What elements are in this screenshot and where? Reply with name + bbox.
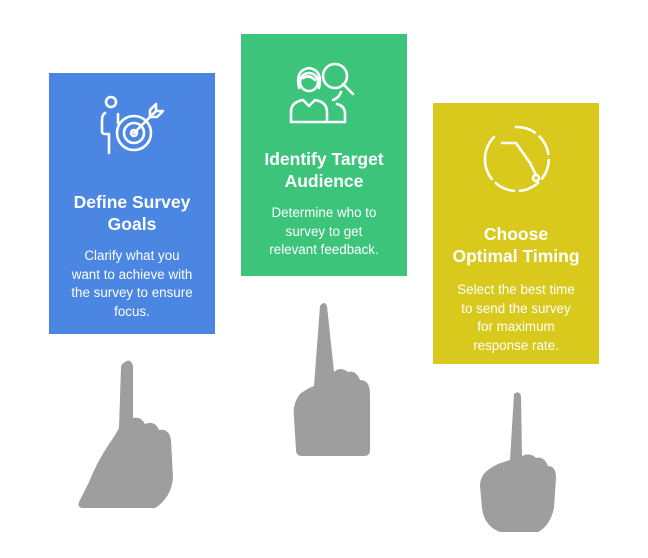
pointing-hand-icon [78,360,173,508]
step-title: Choose Optimal Timing [452,224,580,266]
step-title: Define Survey Goals [73,192,191,234]
step-description: Select the best time to send the survey … [457,282,575,353]
pointing-hand-icon [480,392,556,532]
step-card-choose-timing: Choose Optimal Timing Select the best ti… [433,103,599,364]
pointing-hand-icon [293,303,370,456]
step-title: Identify Target Audience [264,149,384,191]
step-description: Determine who to survey to get relevant … [269,205,379,257]
target-person-icon [100,95,165,155]
people-search-icon [289,62,355,124]
step-card-define-goals: Define Survey Goals Clarify what you wan… [49,73,215,334]
step-description: Clarify what you want to achieve with th… [71,248,193,319]
step-card-identify-audience: Identify Target Audience Determine who t… [241,34,407,276]
clock-timing-icon [483,125,551,193]
